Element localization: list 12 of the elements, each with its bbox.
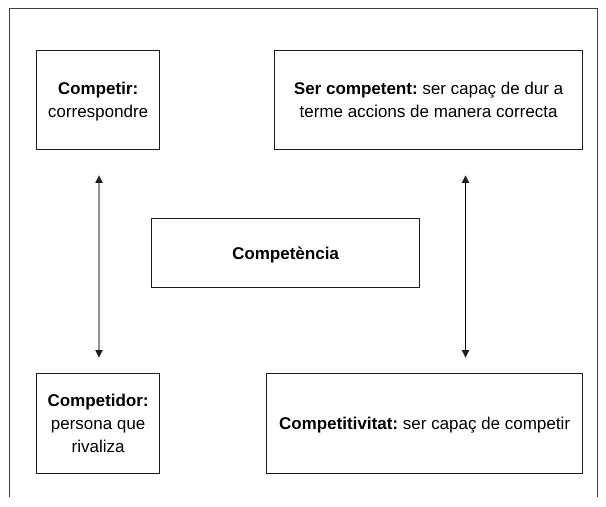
concept-text: Ser competent: ser capaç de dur a terme accions de manera correcta [292,78,564,123]
double-arrow [95,175,103,358]
concept-box [151,218,420,288]
double-arrow [462,175,470,358]
concept-box [266,373,583,474]
concept-text: Competir: correspondre [48,78,148,123]
concept-text: Competitivitat: ser capaç de competir [279,413,570,435]
concept-box [36,50,160,150]
concept-box [36,373,160,474]
concept-text: Competència [232,242,339,264]
concept-box [274,50,583,150]
concept-text: Competidor: persona que rivaliza [47,390,149,458]
